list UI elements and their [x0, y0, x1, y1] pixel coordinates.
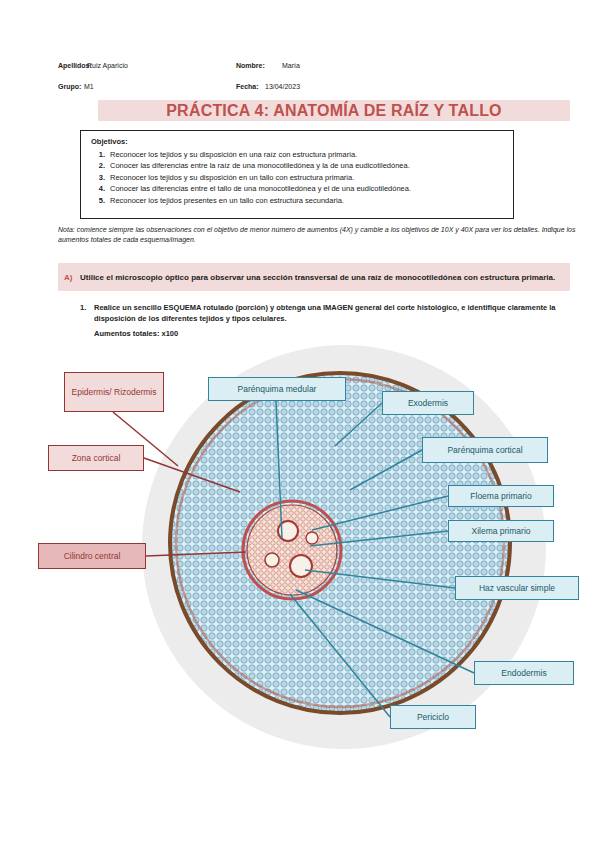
item-number: 2.: [91, 160, 105, 172]
objective-text: Conocer las diferencias entre el tallo d…: [110, 183, 411, 195]
callout-box: Epidermis/ Rizodermis: [64, 372, 164, 412]
item-number: 1.: [80, 303, 94, 314]
leader-line: [305, 570, 455, 588]
item-number: 1.: [91, 149, 105, 161]
leader-line: [144, 458, 240, 492]
section-text: Utilice el microscopio óptico para obser…: [80, 272, 555, 283]
xylem-vessel: [306, 532, 318, 544]
callout-label: Exodermis: [408, 398, 448, 409]
section-letter: A): [64, 272, 80, 283]
title-band: PRÁCTICA 4: ANATOMÍA DE RAÍZ Y TALLO: [98, 100, 570, 121]
field-value: Ruiz Aparicio: [87, 61, 207, 70]
box-heading: Objetivos:: [91, 136, 503, 148]
callout-box: Cilindro central: [38, 543, 146, 569]
callout-label: Zona cortical: [72, 453, 121, 464]
callout-label: Epidermis/ Rizodermis: [71, 387, 156, 398]
callout-label: Cilindro central: [64, 551, 121, 562]
xylem-vessel: [265, 553, 279, 567]
objective-row: 5. Reconocer los tejidos presentes en un …: [91, 195, 503, 207]
callout-box: Haz vascular simple: [455, 576, 579, 600]
callout-box: Xilema primario: [448, 520, 554, 542]
objective-row: 3. Reconocer los tejidos y su disposición…: [91, 172, 503, 184]
objective-text: Conocer las diferencias entre la raíz de…: [110, 160, 410, 172]
page-title: PRÁCTICA 4: ANATOMÍA DE RAÍZ Y TALLO: [166, 102, 502, 120]
leader-line: [276, 401, 282, 538]
field-value: M1: [84, 82, 204, 91]
callout-box: Exodermis: [382, 391, 474, 415]
callout-box: Periciclo: [390, 705, 476, 729]
objective-row: 4. Conocer las diferencias entre el tallo…: [91, 183, 503, 195]
item-number: 5.: [91, 195, 105, 207]
callout-label: Parénquima medular: [238, 384, 317, 395]
field-value: 13/04/2023: [265, 82, 385, 91]
callout-label: Periciclo: [417, 712, 449, 723]
exodermis-ring: [176, 379, 504, 707]
callout-label: Floema primario: [470, 491, 531, 502]
callout-box: Endodermis: [474, 661, 574, 685]
leader-line: [350, 450, 422, 490]
callout-label: Xilema primario: [471, 526, 530, 537]
objective-row: 2. Conocer las diferencias entre la raíz …: [91, 160, 503, 172]
leader-line: [335, 403, 382, 446]
note-text: Nota: comience siempre las observaciones…: [58, 225, 580, 245]
callout-label: Haz vascular simple: [479, 583, 555, 594]
section-band: A)Utilice el microscopio óptico para obs…: [58, 263, 570, 291]
xylem-vessel: [290, 555, 312, 577]
callout-box: Zona cortical: [48, 445, 144, 471]
objective-text: Reconocer los tejidos y su disposición e…: [110, 149, 357, 161]
objective-text: Reconocer los tejidos presentes en un ta…: [110, 195, 344, 207]
leader-line: [310, 531, 448, 546]
callout-label: Endodermis: [501, 668, 546, 679]
field-value: María: [282, 61, 402, 70]
stele: [247, 505, 337, 595]
microscope-field: [142, 345, 546, 749]
objective-text: Reconocer los tejidos y su disposición e…: [110, 172, 354, 184]
endodermis-ring: [243, 501, 341, 599]
leader-lines-red: [113, 412, 246, 556]
leader-line: [296, 590, 474, 673]
callout-label: Parénquima cortical: [447, 445, 522, 456]
item-number: 4.: [91, 183, 105, 195]
objective-row: 1. Reconocer los tejidos y su disposición…: [91, 149, 503, 161]
objectives-box: Objetivos:1. Reconocer los tejidos y su d…: [80, 130, 514, 219]
magnification-note: Aumentos totales: x100: [94, 329, 394, 340]
item-number: 3.: [91, 172, 105, 184]
callout-box: Parénquima medular: [208, 377, 346, 401]
callout-box: Floema primario: [448, 485, 554, 507]
leader-line: [312, 496, 448, 530]
callout-box: Parénquima cortical: [422, 437, 548, 463]
root-section: [170, 373, 510, 713]
instruction-text: Realice un sencillo ESQUEMA rotulado (po…: [94, 303, 564, 324]
leader-line: [290, 594, 390, 717]
leader-line: [146, 552, 246, 556]
